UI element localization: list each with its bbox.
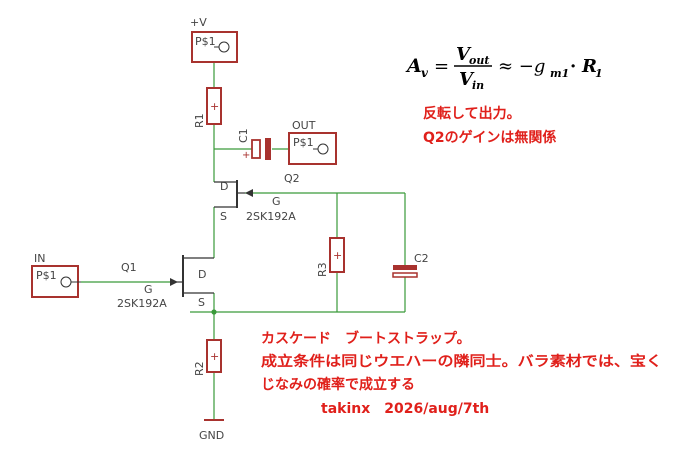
fet-q1	[170, 255, 214, 297]
r2-plus-pin: +	[210, 350, 219, 363]
signature: takinx 2026/aug/7th	[321, 401, 489, 417]
q2-label: Q2	[284, 172, 300, 185]
supply-connector	[191, 31, 238, 63]
desc-title: カスケード ブートストラップ。	[261, 330, 471, 347]
q1-label: Q1	[121, 261, 137, 274]
formula-gm-sub: m1	[550, 67, 569, 80]
output-pad-label: P$1	[293, 136, 314, 149]
r1-plus-pin: +	[210, 100, 219, 113]
input-pad-label: P$1	[36, 269, 57, 282]
formula-numerator-sub: out	[469, 54, 489, 67]
desc-probability: じなみの確率で成立する	[261, 376, 415, 393]
input-label: IN	[34, 252, 45, 265]
output-connector	[288, 132, 337, 165]
q1-source-pin: S	[198, 296, 205, 309]
input-connector	[31, 265, 81, 298]
junction-dot	[211, 309, 217, 315]
note-q2-gain: Q2のゲインは無関係	[423, 129, 556, 146]
capacitor-c2	[392, 265, 418, 278]
formula-approx: ≈ −g	[498, 56, 545, 77]
r3-label: R3	[316, 262, 329, 277]
note-inverting: 反転して出力。	[423, 105, 521, 122]
formula-equals: =	[434, 56, 449, 77]
formula-r-sub: 1	[595, 67, 603, 80]
q1-drain-pin: D	[198, 268, 206, 281]
supply-label: +V	[190, 16, 207, 29]
formula-numerator: V	[456, 44, 472, 65]
q2-drain-pin: D	[220, 180, 228, 193]
c2-label: C2	[414, 252, 429, 265]
fet-q2	[214, 180, 253, 208]
r1-label: R1	[193, 113, 206, 128]
q1-gate-pin: G	[144, 283, 153, 296]
c1-plus-pin: +	[242, 150, 250, 161]
resistor-r1: +	[206, 87, 222, 125]
formula-dot: ·	[570, 56, 576, 77]
gain-formula: A v = V out V in ≈ −g m1 · R 1	[405, 44, 603, 92]
formula-lhs-sub: v	[421, 66, 429, 80]
r2-label: R2	[193, 361, 206, 376]
formula-denominator-sub: in	[472, 79, 484, 92]
r3-plus-pin: +	[333, 249, 342, 262]
resistor-r3: +	[329, 237, 345, 273]
wires	[81, 62, 406, 420]
formula-r: R	[581, 56, 597, 77]
q2-gate-pin: G	[272, 195, 281, 208]
q1-part-label: 2SK192A	[117, 297, 167, 310]
desc-condition: 成立条件は同じウエハーの隣同士。バラ素材では、宝く	[261, 353, 662, 370]
formula-denominator: V	[459, 69, 475, 90]
ground-label: GND	[199, 429, 224, 442]
capacitor-c1: +	[242, 138, 271, 161]
supply-pad-label: P$1	[195, 35, 216, 48]
output-label: OUT	[292, 119, 316, 132]
c1-label: C1	[237, 128, 250, 143]
q2-part-label: 2SK192A	[246, 210, 296, 223]
q2-source-pin: S	[220, 210, 227, 223]
formula-lhs: A	[405, 55, 422, 77]
resistor-r2: +	[206, 339, 222, 373]
